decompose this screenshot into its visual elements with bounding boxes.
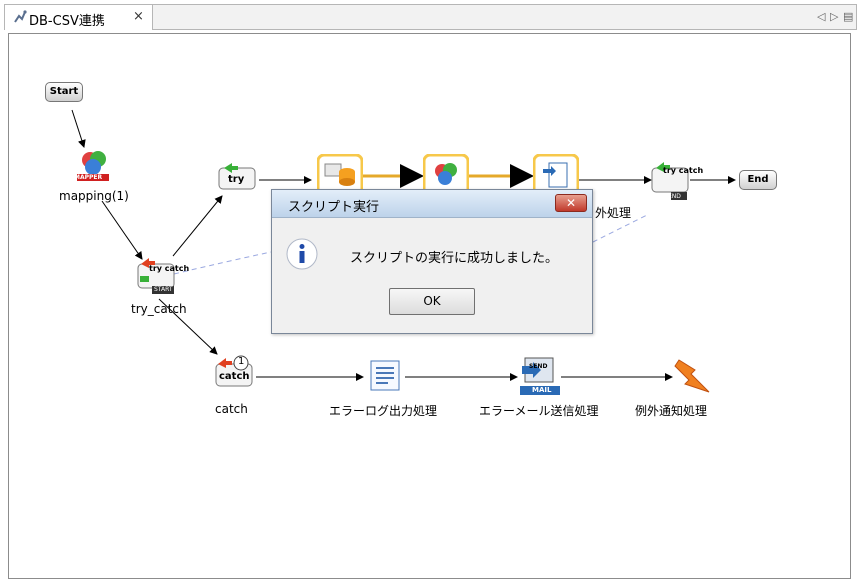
catch-text: catch: [219, 371, 250, 382]
flow-editor-icon: [14, 10, 27, 23]
try-catch-end-icon[interactable]: [651, 160, 689, 202]
mail-send-icon[interactable]: [519, 356, 561, 396]
dialog-title-bar[interactable]: スクリプト実行 ✕: [272, 190, 592, 218]
try-text: try: [228, 174, 245, 185]
catch-icon[interactable]: [215, 355, 255, 389]
try-catch-start-text: try catch: [149, 264, 190, 273]
close-icon[interactable]: ×: [133, 9, 144, 24]
log-output-icon[interactable]: [369, 360, 403, 392]
close-icon[interactable]: ✕: [555, 194, 587, 212]
menu-icon[interactable]: ▤: [843, 10, 854, 23]
try-icon[interactable]: [218, 162, 256, 190]
exception-notify-icon[interactable]: [673, 356, 713, 396]
mapper-icon[interactable]: [77, 147, 109, 181]
error-mail-label: エラーメール送信処理: [479, 404, 599, 418]
dialog-message: スクリプトの実行に成功しました。: [350, 251, 559, 266]
ok-button[interactable]: OK: [389, 288, 475, 315]
dialog-title: スクリプト実行: [288, 200, 380, 215]
information-icon: [286, 238, 318, 270]
script-result-dialog: スクリプト実行 ✕ スクリプトの実行に成功しました。 OK: [271, 189, 593, 334]
try-catch-end-badge: END: [668, 193, 681, 200]
mail-send-text: SEND: [529, 363, 548, 370]
editor-tab[interactable]: DB-CSV連携 ×: [5, 5, 153, 30]
mapper-icon[interactable]: [423, 154, 469, 198]
mail-badge: MAIL: [532, 386, 552, 394]
nav-right-icon[interactable]: ▷: [830, 10, 839, 23]
mapper-badge: MAPPER: [74, 174, 103, 181]
editor-tab-bar: DB-CSV連携 × ◁ ▷ ▤: [4, 4, 857, 30]
catch-label: catch: [215, 402, 248, 416]
exception-notify-label: 例外通知処理: [635, 404, 708, 418]
try-catch-label: try_catch: [131, 302, 187, 316]
end-node[interactable]: End: [739, 170, 777, 190]
try-catch-end-text: try catch: [663, 166, 704, 175]
try-catch-start-badge: START: [154, 286, 173, 293]
hidden-node-label: 外処理: [595, 206, 632, 220]
start-node[interactable]: Start: [45, 82, 83, 102]
flow-edges: [71, 109, 736, 381]
editor-tab-label: DB-CSV連携: [29, 14, 105, 29]
nav-left-icon[interactable]: ◁: [817, 10, 826, 23]
catch-number: 1: [238, 356, 245, 367]
mapping-label: mapping(1): [59, 189, 129, 203]
database-output-icon[interactable]: [317, 154, 363, 198]
try-catch-start-icon[interactable]: [137, 256, 177, 296]
error-log-label: エラーログ出力処理: [329, 404, 438, 418]
